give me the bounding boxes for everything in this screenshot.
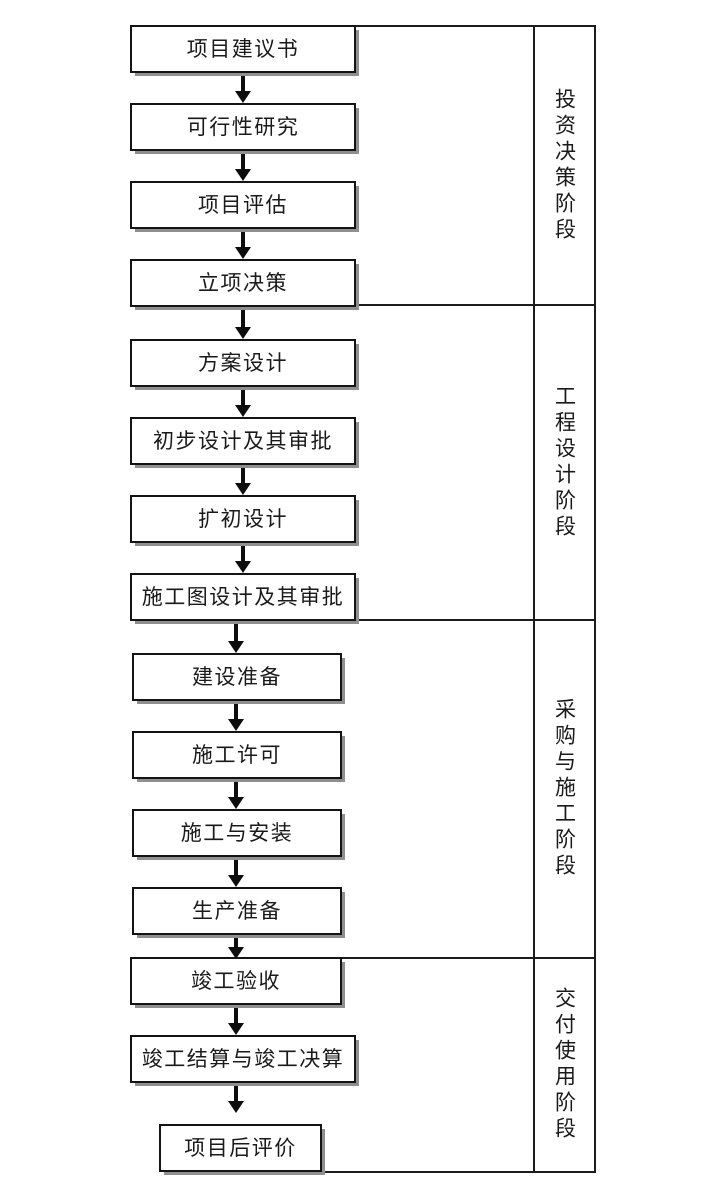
frame-bottom-border	[322, 1171, 596, 1173]
flow-node-label: 项目评估	[198, 192, 288, 217]
flow-node-project-proposal[interactable]: 项目建议书	[130, 25, 356, 73]
connector-arrow	[228, 1083, 244, 1113]
flow-node-label: 竣工验收	[191, 968, 281, 993]
connector-arrow	[228, 857, 244, 887]
frame-right-border	[594, 25, 596, 1173]
frame-top-border	[356, 25, 596, 27]
flow-node-label: 施工许可	[192, 742, 282, 767]
flow-node-label: 施工图设计及其审批	[141, 584, 345, 609]
connector-arrow	[235, 387, 251, 417]
connector-arrow	[235, 543, 251, 573]
phase-separator-2	[342, 619, 596, 621]
phase-cell-engineering-design: 工程设计阶段	[535, 306, 594, 619]
flow-node-scheme-design[interactable]: 方案设计	[130, 339, 356, 387]
flow-node-label: 立项决策	[198, 270, 288, 295]
phase-label-procurement-construction: 采购与施工阶段	[552, 698, 577, 880]
connector-arrow	[235, 151, 251, 181]
phase-label-delivery-use: 交付使用阶段	[552, 987, 577, 1143]
connector-arrow	[235, 229, 251, 259]
flow-node-preliminary-design-approval[interactable]: 初步设计及其审批	[130, 417, 356, 465]
flow-node-project-approval-decision[interactable]: 立项决策	[130, 259, 356, 307]
connector-arrow	[228, 779, 244, 809]
flow-node-production-preparation[interactable]: 生产准备	[132, 887, 342, 935]
flow-node-label: 生产准备	[192, 898, 282, 923]
phase-column-left-border	[533, 25, 535, 1173]
flow-node-feasibility-study[interactable]: 可行性研究	[130, 103, 356, 151]
connector-arrow	[228, 621, 244, 653]
flow-node-label: 初步设计及其审批	[153, 428, 333, 453]
flow-node-label: 扩初设计	[198, 506, 288, 531]
flow-node-label: 竣工结算与竣工决算	[141, 1046, 345, 1071]
flow-node-construction-permit[interactable]: 施工许可	[132, 731, 342, 779]
phase-cell-delivery-use: 交付使用阶段	[535, 959, 594, 1171]
connector-arrow	[228, 1005, 244, 1035]
flow-node-label: 项目建议书	[186, 36, 300, 61]
connector-arrow	[235, 73, 251, 103]
phase-label-engineering-design: 工程设计阶段	[552, 384, 577, 541]
connector-arrow	[235, 465, 251, 495]
flow-node-project-appraisal[interactable]: 项目评估	[130, 181, 356, 229]
flow-node-final-settlement-and-accounts[interactable]: 竣工结算与竣工决算	[130, 1035, 356, 1083]
flow-node-label: 方案设计	[198, 350, 288, 375]
flow-node-construction-preparation[interactable]: 建设准备	[132, 653, 342, 701]
flow-node-label: 施工与安装	[180, 820, 294, 845]
flow-node-label: 可行性研究	[186, 114, 300, 139]
phase-separator-3	[322, 957, 596, 959]
connector-arrow	[228, 701, 244, 731]
phase-separator-1	[356, 304, 596, 306]
flow-node-construction-drawing-design-approval[interactable]: 施工图设计及其审批	[130, 573, 356, 621]
connector-arrow	[235, 307, 251, 339]
connector-arrow	[228, 935, 244, 959]
phase-cell-investment-decision: 投资决策阶段	[535, 27, 594, 304]
flow-node-post-project-evaluation[interactable]: 项目后评价	[159, 1124, 322, 1172]
flow-node-extended-preliminary-design[interactable]: 扩初设计	[130, 495, 356, 543]
phase-cell-procurement-construction: 采购与施工阶段	[535, 621, 594, 957]
phase-label-investment-decision: 投资决策阶段	[552, 87, 577, 244]
flow-node-construction-and-installation[interactable]: 施工与安装	[132, 809, 342, 857]
flow-node-label: 项目后评价	[184, 1135, 297, 1160]
flow-node-completion-acceptance[interactable]: 竣工验收	[130, 957, 342, 1005]
flow-node-label: 建设准备	[192, 664, 282, 689]
